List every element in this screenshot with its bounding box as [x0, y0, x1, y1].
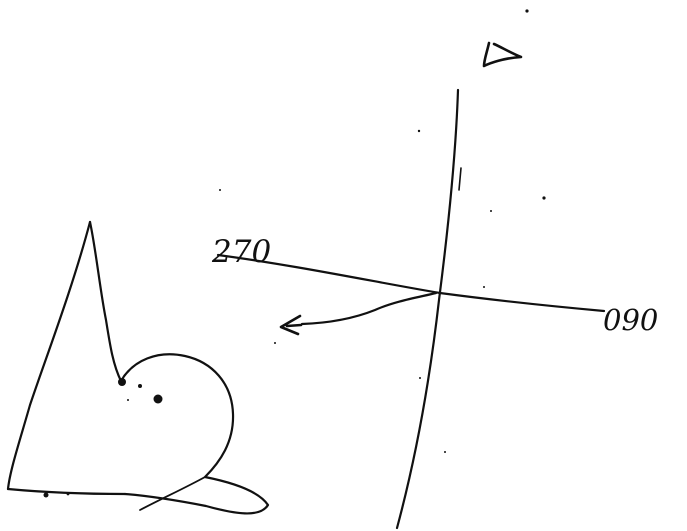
- north-marker: [484, 43, 521, 66]
- arrow-head-icon: [281, 316, 301, 334]
- speck: [525, 9, 528, 12]
- marker-dot: [154, 395, 163, 404]
- bearing-label-090: 090: [603, 303, 658, 337]
- triangle-outline: [90, 222, 121, 381]
- vertical-reference-line: [397, 90, 458, 528]
- marker-dot: [44, 493, 49, 498]
- speck: [490, 210, 492, 212]
- vertical-tick: [459, 168, 461, 190]
- east-west-line: [218, 255, 604, 311]
- triangle-outline: [8, 222, 90, 489]
- lobe-outline: [121, 354, 268, 513]
- speck: [219, 189, 221, 191]
- speck: [483, 286, 485, 288]
- speck: [127, 399, 129, 401]
- speck: [542, 196, 545, 199]
- marker-dot: [138, 384, 142, 388]
- speck: [419, 377, 421, 379]
- marker-dot: [118, 378, 126, 386]
- base-line: [8, 489, 125, 494]
- bearing-label-270: 270: [211, 234, 271, 270]
- speck: [418, 130, 420, 132]
- speck: [274, 342, 276, 344]
- heading-arrow-line: [302, 293, 436, 324]
- speck: [444, 451, 446, 453]
- marker-dot: [67, 493, 70, 496]
- ink-specks: [127, 9, 546, 453]
